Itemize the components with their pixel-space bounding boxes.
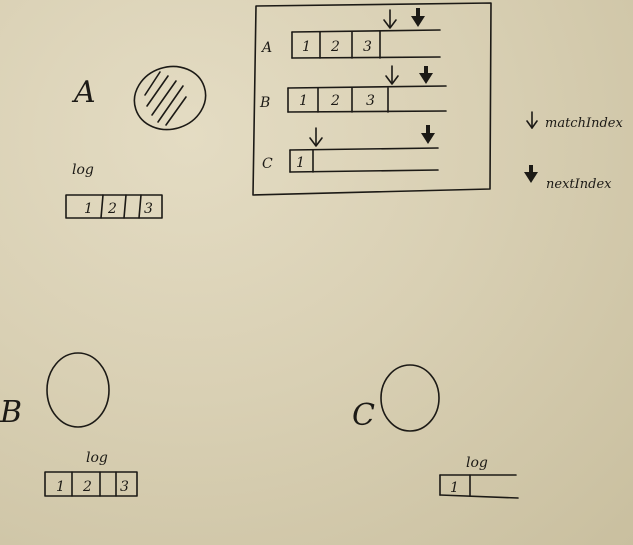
table-row-c-log bbox=[289, 147, 439, 173]
legend-match-index: matchIndex bbox=[545, 116, 623, 131]
table-row-a-label: A bbox=[260, 40, 272, 56]
table-row-c-label: C bbox=[262, 156, 273, 172]
node-a-log bbox=[65, 194, 163, 219]
table-row-c-entry-1: 1 bbox=[296, 155, 305, 171]
node-b-circle bbox=[46, 352, 110, 428]
table-row-b-log bbox=[287, 85, 447, 113]
row-c-match-index-arrow bbox=[309, 127, 323, 147]
node-a-log-entry-2: 2 bbox=[107, 201, 117, 217]
node-b-log-entry-3: 3 bbox=[120, 479, 129, 495]
table-row-b-entry-1: 1 bbox=[299, 93, 308, 109]
node-b-label: B bbox=[0, 395, 22, 430]
node-c-log-entry-1: 1 bbox=[450, 480, 459, 496]
match-index-arrow-icon bbox=[526, 111, 538, 129]
table-row-a-entry-2: 2 bbox=[330, 39, 340, 55]
next-index-arrow-icon bbox=[524, 165, 538, 183]
node-c-circle bbox=[380, 364, 440, 432]
node-b-log bbox=[44, 471, 138, 497]
table-row-a-log bbox=[291, 29, 441, 59]
node-a-log-label: log bbox=[72, 162, 94, 178]
node-c-label: C bbox=[352, 398, 375, 433]
table-row-b-entry-3: 3 bbox=[366, 93, 375, 109]
row-b-next-index-arrow bbox=[419, 66, 433, 84]
node-a-circle bbox=[133, 65, 207, 131]
legend-next-index: nextIndex bbox=[546, 177, 612, 192]
node-c-log-label: log bbox=[466, 455, 488, 471]
node-a-log-entry-3: 3 bbox=[144, 201, 153, 217]
table-row-b-label: B bbox=[259, 95, 270, 111]
node-a-label: A bbox=[71, 75, 96, 110]
table-row-a-entry-1: 1 bbox=[302, 39, 311, 55]
node-b-log-entry-1: 1 bbox=[56, 479, 65, 495]
node-b-log-entry-2: 2 bbox=[82, 479, 92, 495]
node-a-log-entry-1: 1 bbox=[84, 201, 93, 217]
node-c-log bbox=[439, 474, 519, 499]
row-a-match-index-arrow bbox=[383, 9, 397, 29]
table-row-b-entry-2: 2 bbox=[330, 93, 340, 109]
table-row-a-entry-3: 3 bbox=[363, 39, 372, 55]
row-b-match-index-arrow bbox=[385, 65, 399, 85]
node-b-log-label: log bbox=[86, 450, 108, 466]
row-a-next-index-arrow bbox=[411, 8, 425, 27]
leader-table-frame bbox=[252, 2, 492, 196]
row-c-next-index-arrow bbox=[421, 125, 435, 144]
